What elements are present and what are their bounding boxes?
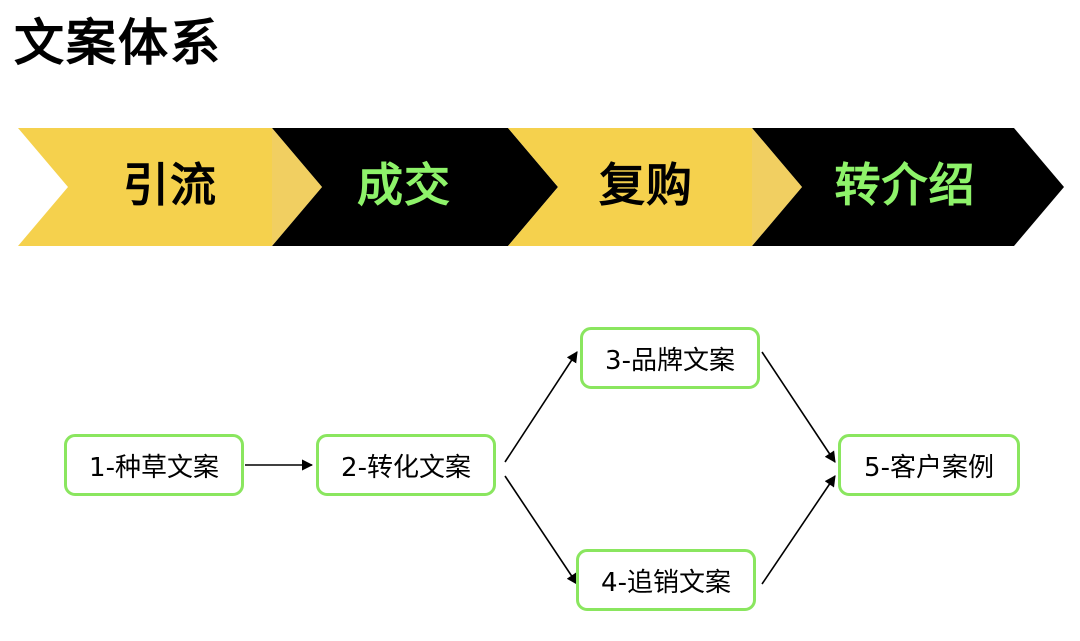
stage-chevron-4 <box>752 128 1064 246</box>
edge-n2-n4 <box>504 475 578 585</box>
stage-chevron-3 <box>508 128 802 246</box>
edge-n2-n3 <box>504 351 578 463</box>
flow-node-5: 5-客户案例 <box>838 434 1020 496</box>
flow-node-3: 3-品牌文案 <box>580 327 760 389</box>
flow-node-4: 4-追销文案 <box>576 549 756 611</box>
stage-label-1: 引流 <box>123 158 217 212</box>
edge-n4-n5 <box>761 475 836 585</box>
stage-chevron-1 <box>18 128 322 246</box>
flow-node-2: 2-转化文案 <box>316 434 496 496</box>
stage-transition-highlight-1 <box>272 128 322 246</box>
page-title: 文案体系 <box>14 14 222 72</box>
stage-chevron-2 <box>272 128 558 246</box>
stage-label-3: 复购 <box>599 158 693 212</box>
flow-node-1: 1-种草文案 <box>64 434 244 496</box>
stage-label-2: 成交 <box>357 158 451 212</box>
stage-label-4: 转介绍 <box>834 158 976 212</box>
stage-transition-highlight-2 <box>752 128 802 246</box>
edge-n3-n5 <box>761 351 836 463</box>
